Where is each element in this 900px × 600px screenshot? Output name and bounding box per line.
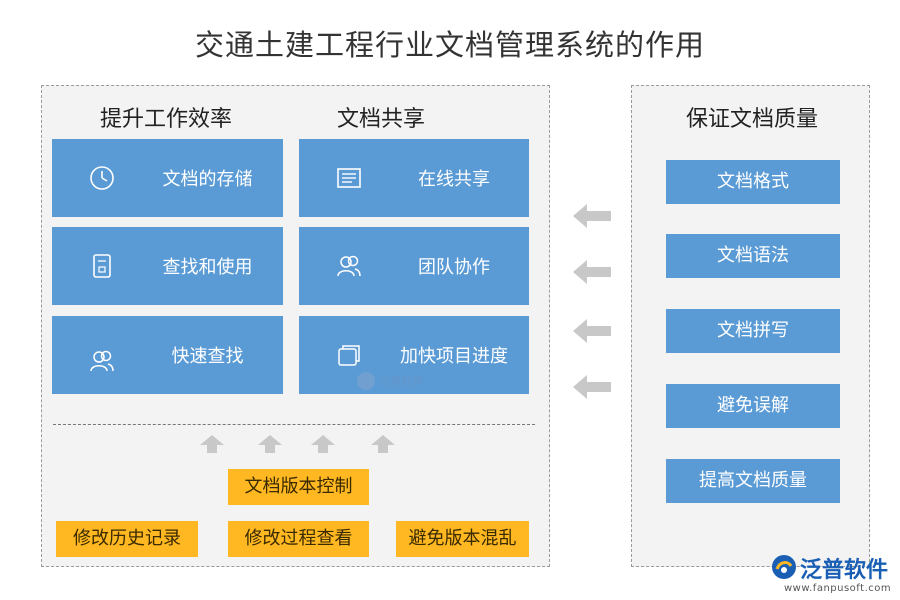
quality-item-avoid-misunderstanding: 避免误解: [666, 384, 840, 428]
avoid-confusion-box: 避免版本混乱: [396, 521, 529, 557]
tile-label: 团队协作: [418, 257, 490, 278]
version-control-box: 文档版本控制: [228, 469, 369, 505]
quality-item-spelling: 文档拼写: [666, 309, 840, 353]
tile-label: 在线共享: [418, 169, 490, 190]
stacked-windows-icon: [338, 345, 360, 366]
file-icon: [93, 254, 111, 278]
clock-icon: [90, 166, 114, 190]
tile-quick-find: 快速查找: [52, 316, 283, 394]
heading-sharing: 文档共享: [337, 107, 426, 132]
up-arrow-icon: [371, 435, 395, 453]
tile-label: 查找和使用: [162, 257, 253, 278]
history-box: 修改历史记录: [56, 521, 198, 557]
left-arrow-icon: [573, 260, 611, 284]
tile-team-collab: 团队协作: [299, 227, 529, 305]
divider-line: [53, 424, 535, 425]
tile-label: 加快项目进度: [400, 346, 508, 367]
tile-label: 文档的存储: [162, 169, 253, 190]
tile-speed-progress: 加快项目进度: [299, 316, 529, 394]
heading-quality: 保证文档质量: [686, 107, 819, 132]
left-arrow-icon: [573, 204, 611, 228]
watermark-logo: 泛普软件: [357, 372, 423, 390]
left-arrow-icon: [573, 319, 611, 343]
quality-item-grammar: 文档语法: [666, 234, 840, 278]
tile-storage: 文档的存储: [52, 139, 283, 217]
quality-item-improve: 提高文档质量: [666, 459, 840, 503]
document-list-icon: [337, 168, 361, 188]
heading-efficiency: 提升工作效率: [100, 107, 233, 132]
tile-label: 快速查找: [171, 346, 244, 367]
left-arrow-icon: [573, 375, 611, 399]
process-view-box: 修改过程查看: [228, 521, 369, 557]
up-arrow-icon: [258, 435, 282, 453]
users-icon: [337, 255, 361, 277]
page-title: 交通土建工程行业文档管理系统的作用: [194, 28, 705, 62]
brand-logo-text: 泛普软件: [800, 558, 889, 583]
tile-find-use: 查找和使用: [52, 227, 283, 305]
watermark-text: 泛普软件: [379, 374, 423, 388]
brand-url: www.fanpusoft.com: [784, 583, 892, 594]
tile-online-sharing: 在线共享: [299, 139, 529, 217]
up-arrow-icon: [200, 435, 224, 453]
up-arrow-icon: [311, 435, 335, 453]
brand-logo-icon: [772, 555, 796, 579]
users-icon: [90, 350, 114, 372]
quality-item-format: 文档格式: [666, 160, 840, 204]
